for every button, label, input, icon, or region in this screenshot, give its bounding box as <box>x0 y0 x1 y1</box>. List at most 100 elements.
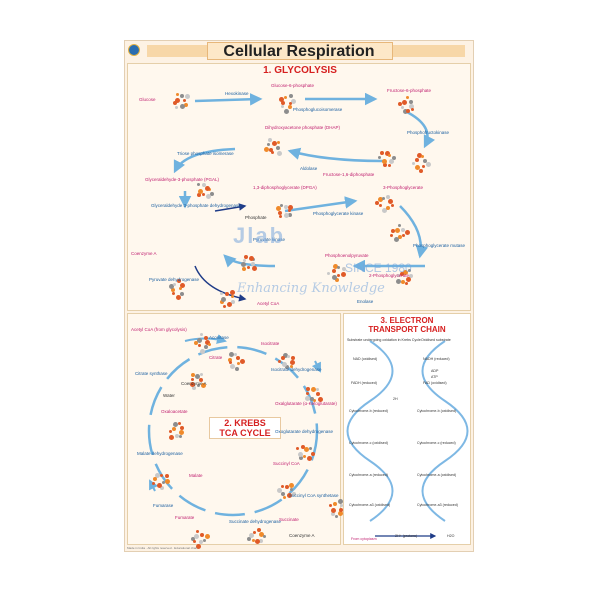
atom-icon <box>333 502 338 507</box>
atom-icon <box>311 387 317 392</box>
atom-icon <box>191 536 195 541</box>
atom-icon <box>235 356 240 361</box>
atom-icon <box>382 197 386 201</box>
atom-icon <box>256 528 261 533</box>
atom-icon <box>193 534 199 540</box>
atom-icon <box>267 137 272 142</box>
atom-icon <box>197 337 203 343</box>
atom-icon <box>193 540 197 544</box>
atom-icon <box>287 212 292 217</box>
label-fadh: FADH (reduced) <box>351 381 377 385</box>
atom-icon <box>197 183 201 187</box>
atom-icon <box>248 256 254 262</box>
poster: Cellular Respiration 1. GLYCOLYSIS 2. KR… <box>124 40 474 552</box>
label-cyt-c-reduced: Cytochrome-c (reduced) <box>417 441 456 445</box>
label-etc-oxidised-substrate: Oxidised substrate <box>421 338 451 342</box>
label-f6p: Fructose-6-phosphate <box>387 88 432 93</box>
atom-icon <box>202 539 206 543</box>
atom-icon <box>386 194 391 199</box>
atom-icon <box>402 109 408 115</box>
label-adp: ADP <box>431 369 439 373</box>
atom-icon <box>336 266 340 270</box>
label-phosphofructokinase: Phosphofructokinase <box>407 130 450 135</box>
atom-icon <box>398 102 403 107</box>
atom-icon <box>406 277 412 282</box>
atom-icon <box>228 352 234 358</box>
atom-icon <box>281 101 285 106</box>
label-phosphoglycerate-kinase: Phosphoglycerate kinase <box>313 211 364 216</box>
atom-icon <box>288 102 292 106</box>
atom-icon <box>198 540 203 545</box>
atom-icon <box>205 185 211 191</box>
atom-icon <box>153 477 158 482</box>
atom-icon <box>229 360 233 364</box>
atom-icon <box>289 487 293 491</box>
atom-icon <box>184 103 189 108</box>
atom-icon <box>180 291 185 296</box>
footer-text: Made in India · All rights reserved · Ed… <box>127 546 198 550</box>
atom-icon <box>425 162 431 168</box>
atom-icon <box>278 359 282 363</box>
label-triose-isomerase: Triose phosphate isomerase <box>177 151 234 156</box>
label-cyt-b-reduced: Cytochrome-b (reduced) <box>349 409 388 413</box>
label-cyt-a3-oxidised: Cytochrome-a3 (oxidised) <box>349 503 391 507</box>
atom-icon <box>280 484 284 488</box>
atom-icon <box>327 271 331 275</box>
title-band-left <box>147 45 207 57</box>
label-aldolase: Aldolase <box>300 166 318 171</box>
atom-icon <box>275 206 281 212</box>
atom-icon <box>156 483 162 489</box>
label-cyt-b-oxidised: Cytochrome-b (oxidised) <box>417 409 457 413</box>
atom-icon <box>284 364 289 369</box>
watermark-brand: Jlab <box>233 223 286 248</box>
atom-icon <box>204 339 210 345</box>
atom-icon <box>190 373 195 378</box>
atom-icon <box>230 295 234 299</box>
label-oxoglutarate: Oxalglutarate (α-Ketoglutarate) <box>275 401 337 406</box>
label-nadh: NADH (reduced) <box>423 357 450 361</box>
atom-icon <box>393 237 399 243</box>
atom-icon <box>247 537 252 542</box>
pathway-arrows <box>147 92 469 539</box>
label-krebs-acetyl-coa: Acetyl CoA (from glycolysis) <box>131 327 187 332</box>
atom-icon <box>264 146 270 152</box>
arrow-pyruvate-acetylcoa <box>194 265 247 302</box>
atom-icon <box>287 209 291 213</box>
atom-icon <box>244 254 249 259</box>
label-cyt-a-oxidised: Cytochrome-a (oxidised) <box>417 473 457 477</box>
label-krebs-coenzyme-a-2: Coenzyme A <box>289 533 315 538</box>
atom-icon <box>178 421 182 425</box>
atom-icon <box>279 96 285 102</box>
atom-icon <box>401 234 405 238</box>
atom-icon <box>403 270 409 275</box>
atom-icon <box>332 264 338 270</box>
atom-icon <box>228 357 233 362</box>
atom-icon <box>340 503 344 507</box>
label-pyruvate-kinase: Pyruvate kinase <box>253 237 286 242</box>
label-water: Water <box>163 393 175 398</box>
atom-icon <box>397 224 401 228</box>
label-enolase: Enolase <box>357 299 374 304</box>
atom-icon <box>283 495 287 499</box>
atom-icon <box>168 284 174 290</box>
atom-icon <box>284 485 289 489</box>
atom-icon <box>387 164 391 168</box>
atom-icon <box>247 265 251 269</box>
arrow-f6p-f16p <box>404 109 436 149</box>
arrow-dpga-3pg <box>284 196 358 213</box>
atom-icon <box>328 503 332 507</box>
atom-icon <box>239 358 245 364</box>
label-coenzyme-a: Coenzyme A <box>131 251 157 256</box>
atom-icon <box>283 212 289 218</box>
atom-icon <box>282 361 288 367</box>
atom-icon <box>283 108 289 114</box>
label-phosphate: Phosphate <box>245 215 267 220</box>
atom-icon <box>159 474 163 478</box>
arrow-3pg-2pg <box>399 205 429 259</box>
label-atp: ATP <box>431 375 438 379</box>
label-etc-substrate: Substrate undergoing oxidation in Krebs … <box>347 338 421 342</box>
label-nad: NAD (oxidised) <box>353 357 378 361</box>
atom-icon <box>229 290 235 296</box>
atom-icon <box>315 387 319 391</box>
atom-icon <box>179 94 184 99</box>
